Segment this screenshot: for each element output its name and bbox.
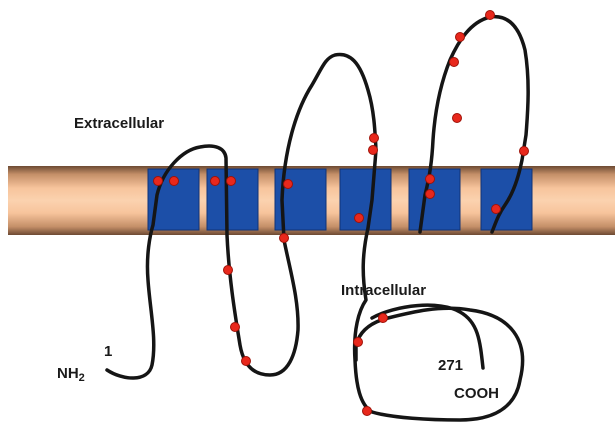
residue-marker (284, 180, 293, 189)
n-terminus-label: NH2 (57, 366, 85, 384)
residue-marker (426, 175, 435, 184)
extracellular-label: Extracellular (74, 116, 164, 131)
residue-marker (453, 114, 462, 123)
residue-marker (355, 214, 364, 223)
residue-marker (492, 205, 501, 214)
n-terminus-subscript: 2 (79, 372, 85, 384)
residue-marker (370, 134, 379, 143)
residue-marker (520, 147, 529, 156)
residue-marker (369, 146, 378, 155)
n-terminus-group: NH (57, 365, 79, 382)
first-residue-number: 1 (104, 344, 112, 359)
residue-marker (379, 314, 388, 323)
intracellular-label: Intracellular (341, 283, 426, 298)
residue-marker (154, 177, 163, 186)
residue-marker (354, 338, 363, 347)
residue-marker (280, 234, 289, 243)
helix-4 (340, 169, 391, 230)
residue-marker (450, 58, 459, 67)
residue-marker (227, 177, 236, 186)
residue-marker (456, 33, 465, 42)
residue-marker (211, 177, 220, 186)
c-terminal-tail (372, 305, 483, 368)
residue-marker (224, 266, 233, 275)
residue-marker (486, 11, 495, 20)
residue-marker (242, 357, 251, 366)
residue-marker (170, 177, 179, 186)
residue-marker (426, 190, 435, 199)
last-residue-number: 271 (438, 358, 463, 373)
residue-marker (231, 323, 240, 332)
c-terminus-label: COOH (454, 386, 499, 401)
residue-marker (363, 407, 372, 416)
